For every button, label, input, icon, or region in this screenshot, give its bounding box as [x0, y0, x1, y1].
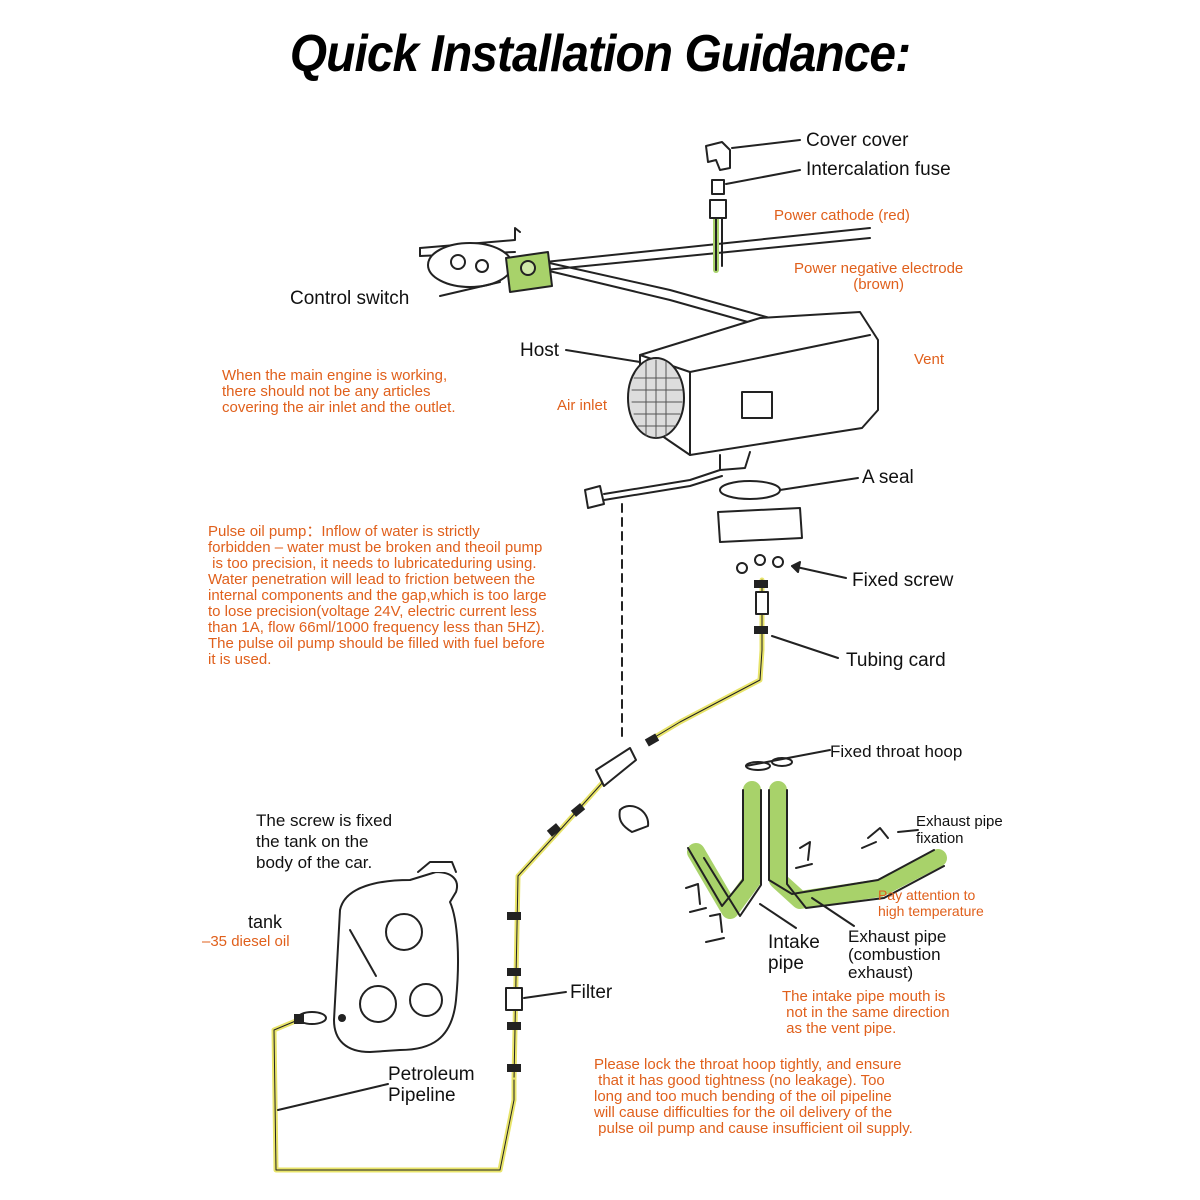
intake-pipe-label: Intake pipe: [768, 932, 820, 974]
cover-cover-label: Cover cover: [806, 130, 909, 151]
power-leads: [713, 215, 723, 273]
air-inlet-note: Air inlet: [557, 397, 608, 414]
seal-label: A seal: [862, 467, 914, 488]
fuse-cover-part: [705, 139, 801, 171]
fuel-tank-part: [297, 861, 459, 1053]
control-switch-label: Control switch: [290, 288, 410, 309]
exhaust-intake-pipes: [685, 749, 947, 943]
control-switch-part: [427, 242, 553, 297]
diesel-oil-note: –35 diesel oil: [202, 933, 290, 950]
tubing-clamps: [294, 580, 768, 1072]
throat-hoop-lock-note: Please lock the throat hoop tightly, and…: [594, 1056, 913, 1137]
tubing-card-label: Tubing card: [846, 650, 946, 671]
mounting-plate-part: [717, 507, 803, 543]
fixed-screw-label: Fixed screw: [852, 570, 954, 591]
fixed-screws-part: [736, 554, 847, 579]
power-negative-note: Power negative electrode (brown): [794, 260, 964, 293]
heater-host-part: [565, 311, 879, 471]
tank-label: tank: [248, 912, 283, 932]
pulse-oil-pump-note: Pulse oil pump：Inflow of water is strict…: [208, 523, 547, 668]
exhaust-pipe-label: Exhaust pipe (combustion exhaust): [848, 927, 947, 982]
vent-note: Vent: [914, 351, 945, 368]
seal-part: [719, 477, 859, 500]
filter-label: Filter: [570, 982, 613, 1003]
intercalation-fuse-part: [709, 169, 801, 219]
fixed-throat-hoop-label: Fixed throat hoop: [830, 742, 963, 761]
intercalation-fuse-label: Intercalation fuse: [806, 159, 951, 180]
host-label: Host: [520, 340, 560, 361]
high-temperature-note: Pay attention to high temperature: [878, 887, 984, 919]
pulse-pump-part: [595, 747, 650, 833]
pump-cable: [584, 469, 723, 741]
tank-screw-label: The screw is fixed the tank on the body …: [256, 811, 393, 872]
exhaust-pipe-fixation-label: Exhaust pipe fixation: [916, 813, 1003, 847]
power-cathode-note: Power cathode (red): [774, 207, 910, 224]
petroleum-pipeline-label: Petroleum Pipeline: [388, 1064, 475, 1106]
intake-mouth-note: The intake pipe mouth is not in the same…: [782, 988, 950, 1037]
page-title: Quick Installation Guidance:: [289, 25, 911, 83]
main-engine-warning-note: When the main engine is working, there s…: [222, 367, 456, 416]
